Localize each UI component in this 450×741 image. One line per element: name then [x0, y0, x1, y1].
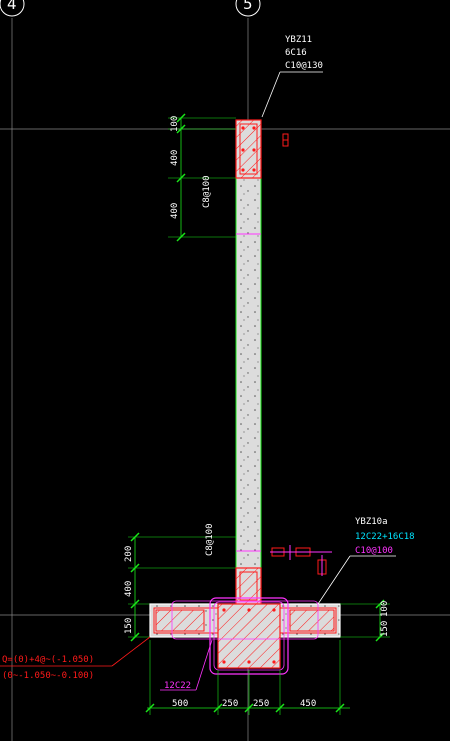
dim-right-1: 150	[380, 621, 390, 637]
dim-left-3: 400	[170, 203, 180, 219]
tag-bottom-line3: C10@100	[355, 546, 393, 556]
dim-left-5: 400	[124, 581, 134, 597]
dim-bottom-4: 450	[300, 699, 316, 709]
tag-bottom-line1: YBZ10a	[355, 517, 388, 527]
dim-left-4: 200	[124, 546, 134, 562]
dim-bottom-1: 500	[172, 699, 188, 709]
dim-left-2: 400	[170, 150, 180, 166]
dim-bottom-3: 250	[253, 699, 269, 709]
rebar-detail-symbol	[270, 545, 332, 576]
stirrup-label-top: C8@100	[202, 175, 212, 208]
axis-label-4: 4	[7, 0, 17, 13]
left-note-line1: Q=(0)+4@~(-1.050)	[2, 655, 94, 665]
left-note-line2: (0~-1.050~-0.100)	[2, 671, 94, 681]
axis-bubble-5	[235, 0, 261, 17]
dim-left-6: 150	[124, 618, 134, 634]
tag-top-line1: YBZ11	[285, 35, 312, 45]
tag-top-line2: 6C16	[285, 48, 307, 58]
dim-right-2: 100	[380, 601, 390, 617]
tag-top-line3: C10@130	[285, 61, 323, 71]
pedestal	[217, 603, 281, 669]
dim-left-1: 100	[170, 116, 180, 132]
rebar-label: 12C22	[164, 681, 191, 691]
axis-label-5: 5	[243, 0, 253, 13]
dim-bottom-2: 250	[222, 699, 238, 709]
axis-bubble-4	[0, 0, 25, 17]
stirrup-label-bottom: C8@100	[205, 523, 215, 556]
wall-body	[235, 119, 262, 617]
tag-bottom-line2: 12C22+16C18	[355, 532, 415, 542]
